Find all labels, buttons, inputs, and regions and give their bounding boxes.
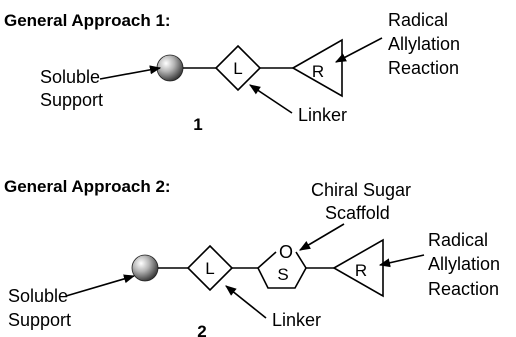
approach-2-heading: General Approach 2:	[4, 177, 171, 196]
reaction-triangle-2	[332, 238, 384, 298]
support-label-line1: Soluble	[40, 67, 100, 87]
reaction-label-line3: Reaction	[388, 58, 459, 78]
reaction-arrow-2	[378, 254, 425, 268]
support-arrow-2	[65, 274, 136, 297]
soluble-support-bead-2	[131, 254, 159, 282]
reaction-label-2-line3: Reaction	[428, 279, 499, 299]
approach-1-heading: General Approach 1:	[4, 11, 171, 30]
reaction-arrow	[335, 37, 383, 63]
compound-number-2: 2	[197, 322, 206, 337]
support-label-2-line2: Support	[8, 310, 71, 330]
support-arrow	[99, 65, 162, 80]
linker-symbol: L	[233, 59, 242, 78]
support-label-line2: Support	[40, 90, 103, 110]
reaction-label-2-line2: Allylation	[428, 254, 500, 274]
support-label-2-line1: Soluble	[8, 286, 68, 306]
sugar-ring	[257, 251, 307, 289]
scaffold-label-line2: Scaffold	[325, 203, 390, 223]
linker-symbol-2: L	[205, 259, 214, 278]
linker-diamond	[214, 44, 262, 92]
scaffold-symbol: S	[277, 265, 288, 284]
scaffold-label-line1: Chiral Sugar	[311, 180, 411, 200]
ring-oxygen: O	[279, 242, 293, 262]
approach-1: General Approach 1: L R Soluble Support …	[4, 10, 460, 134]
soluble-support-bead	[156, 54, 184, 82]
reaction-symbol-2: R	[355, 261, 367, 280]
linker-label: Linker	[298, 105, 347, 125]
reaction-label-line2: Allylation	[388, 34, 460, 54]
reaction-label-line1: Radical	[388, 10, 448, 30]
reaction-triangle	[291, 38, 343, 98]
reaction-symbol: R	[312, 62, 324, 81]
linker-label-2: Linker	[272, 310, 321, 330]
compound-number-1: 1	[193, 115, 202, 134]
linker-arrow	[249, 84, 293, 114]
linker-arrow-2	[225, 285, 267, 319]
reaction-label-2-line1: Radical	[428, 230, 488, 250]
linker-diamond-2	[186, 244, 234, 292]
approach-2: General Approach 2: L O S R Chiral Sugar…	[4, 177, 500, 337]
scaffold-arrow	[299, 223, 345, 251]
